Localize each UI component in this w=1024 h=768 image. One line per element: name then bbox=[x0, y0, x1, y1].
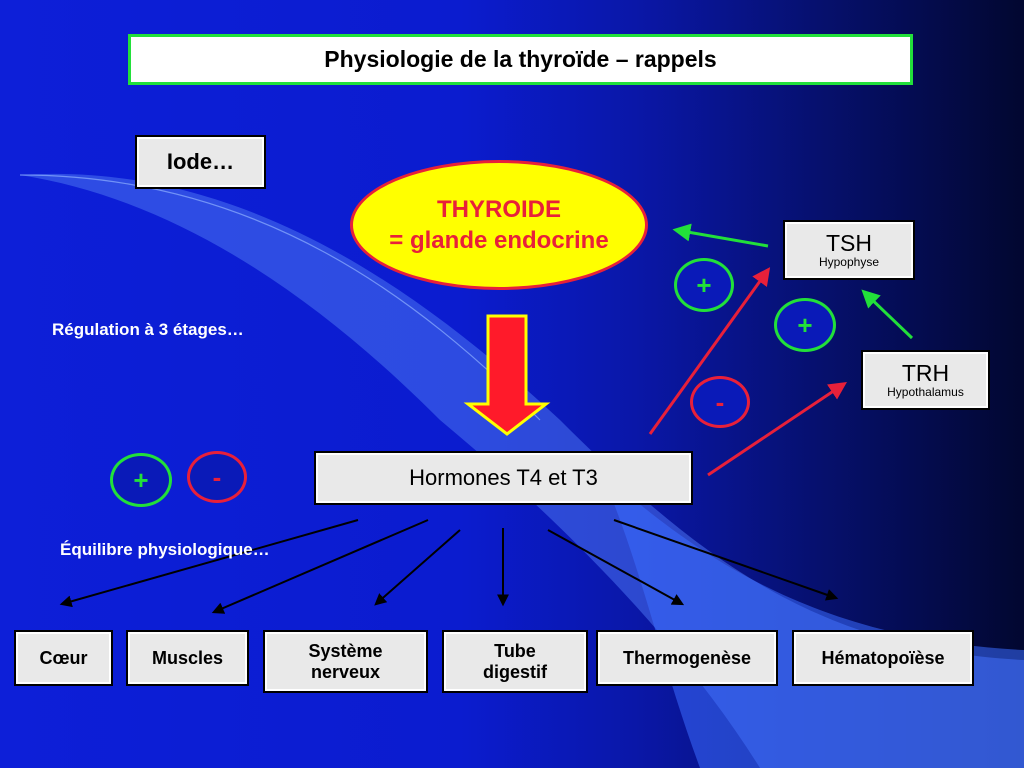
target-line2: nerveux bbox=[310, 661, 381, 682]
arrow-to-hematopoiese bbox=[613, 519, 839, 601]
trh-box: TRH Hypothalamus bbox=[861, 350, 990, 410]
target-line1: Cœur bbox=[39, 647, 88, 668]
hormones-to-tsh-arrow bbox=[648, 267, 771, 435]
trh-label: TRH bbox=[901, 359, 950, 386]
target-line1: Tube bbox=[494, 640, 536, 661]
target-thermogenese: Thermogenèse bbox=[596, 630, 778, 686]
arrow-to-thermogenese bbox=[547, 529, 685, 606]
target-coeur: Cœur bbox=[14, 630, 113, 686]
target-line1: Thermogenèse bbox=[622, 647, 752, 668]
target-line1: Hématopoïèse bbox=[821, 647, 945, 668]
iode-label: Iode… bbox=[166, 149, 235, 175]
plus-sign-tsh-thyroide: + bbox=[674, 258, 734, 312]
title-box: Physiologie de la thyroïde – rappels bbox=[128, 34, 913, 85]
iode-box: Iode… bbox=[135, 135, 266, 189]
plus-sign-left: + bbox=[110, 453, 172, 507]
target-line1: Système bbox=[308, 640, 383, 661]
tsh-box: TSH Hypophyse bbox=[783, 220, 915, 280]
arrow-to-coeur bbox=[59, 519, 359, 608]
target-muscles: Muscles bbox=[126, 630, 249, 686]
regulation-label: Régulation à 3 étages… bbox=[52, 320, 244, 339]
target-hematopoiese: Hématopoïèse bbox=[792, 630, 974, 686]
thyroide-line1: THYROIDE bbox=[436, 195, 561, 223]
target-line2: digestif bbox=[482, 661, 547, 682]
plus-text: + bbox=[133, 464, 149, 495]
hormones-label: Hormones T4 et T3 bbox=[409, 465, 598, 491]
hormones-to-trh-arrow bbox=[707, 381, 847, 477]
thyroide-to-hormones-arrow bbox=[463, 314, 551, 436]
equilibre-label: Équilibre physiologique… bbox=[60, 540, 270, 559]
target-line1: Muscles bbox=[151, 647, 224, 668]
thyroide-line2: = glande endocrine bbox=[389, 227, 609, 254]
trh-sub: Hypothalamus bbox=[887, 385, 964, 400]
minus-sign-feedback: - bbox=[690, 376, 750, 428]
page-title: Physiologie de la thyroïde – rappels bbox=[324, 46, 717, 72]
tsh-label: TSH bbox=[826, 229, 872, 256]
minus-text: - bbox=[212, 461, 222, 492]
minus-text: - bbox=[715, 386, 725, 417]
minus-sign-left: - bbox=[187, 451, 247, 503]
plus-text: + bbox=[797, 309, 813, 340]
arrow-to-muscles bbox=[211, 519, 429, 614]
trh-to-tsh-arrow bbox=[861, 289, 914, 340]
thyroide-ellipse: THYROIDE = glande endocrine bbox=[350, 160, 648, 290]
tsh-sub: Hypophyse bbox=[818, 255, 880, 270]
tsh-to-thyroide-arrow bbox=[672, 223, 769, 248]
hormones-box: Hormones T4 et T3 bbox=[314, 451, 693, 505]
arrow-to-systeme-nerveux bbox=[374, 529, 461, 606]
target-tube-digestif: Tube digestif bbox=[442, 630, 588, 693]
plus-text: + bbox=[696, 269, 712, 300]
target-systeme-nerveux: Système nerveux bbox=[263, 630, 428, 693]
plus-sign-trh-tsh: + bbox=[774, 298, 836, 352]
